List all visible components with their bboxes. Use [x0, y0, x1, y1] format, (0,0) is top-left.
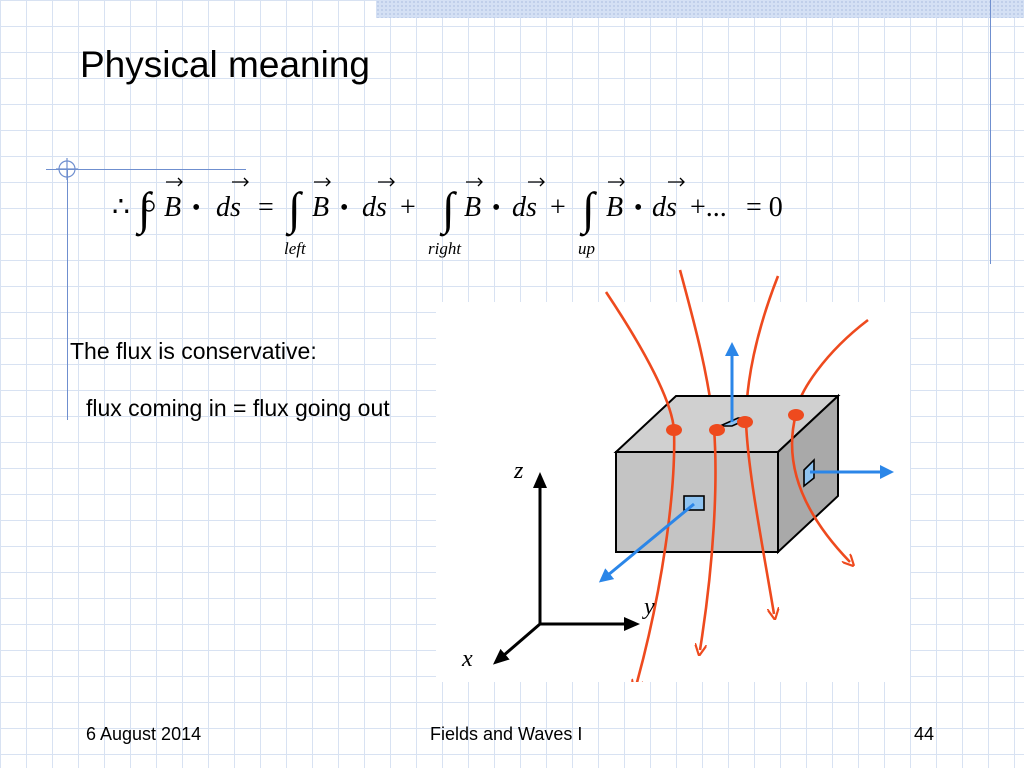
closed-integral-circle — [143, 200, 155, 212]
dot-operator: • — [492, 195, 500, 221]
x-axis — [492, 622, 541, 665]
vector-arrows — [166, 177, 685, 187]
field-lines-front — [604, 291, 850, 682]
vector-b: B — [312, 192, 329, 223]
body-text-conservative: The flux is conservative: — [70, 338, 317, 364]
vector-ds: ds — [652, 192, 677, 223]
decor-rule-right — [990, 0, 991, 264]
equals-zero: = 0 — [746, 192, 783, 223]
plus-sign: + — [400, 192, 416, 223]
flux-box-diagram: z y x — [436, 269, 910, 682]
axis-label-z: z — [513, 458, 524, 484]
footer-date: 6 August 2014 — [86, 724, 202, 744]
vector-b: B — [464, 192, 481, 223]
integral-sign-right: ∫ — [439, 183, 457, 237]
slide-title: Physical meaning — [80, 44, 370, 85]
equals-sign: = — [258, 192, 274, 223]
flux-equation: ∴ ∫ B • ds = ∫ B • ds + left ∫ B • ds + … — [112, 177, 783, 258]
top-decor-band — [376, 0, 1024, 18]
integral-sign-left: ∫ — [285, 183, 303, 237]
integral-sign-up: ∫ — [579, 183, 597, 237]
therefore-symbol: ∴ — [112, 192, 130, 223]
vector-ds: ds — [362, 192, 387, 223]
flux-dot — [788, 409, 804, 421]
vector-ds: ds — [216, 192, 241, 223]
decor-rule-horizontal — [46, 169, 246, 170]
coordinate-axes — [492, 472, 640, 665]
vector-ds: ds — [512, 192, 537, 223]
decor-rule-left — [67, 170, 68, 420]
area-vector-front — [598, 502, 695, 583]
patch-side — [803, 458, 815, 488]
flux-dot — [737, 416, 753, 428]
limit-left: left — [284, 239, 307, 258]
closed-integral-sign: ∫ — [135, 183, 153, 237]
dot-operator: • — [634, 195, 642, 221]
axis-label-y: y — [642, 594, 655, 620]
plus-sign: + — [550, 192, 566, 223]
body-text-flux-balance: flux coming in = flux going out — [86, 395, 390, 421]
footer-page-number: 44 — [914, 724, 935, 744]
axis-label-x: x — [461, 646, 473, 672]
limit-up: up — [578, 239, 595, 258]
limit-right: right — [428, 239, 462, 258]
vector-b: B — [164, 192, 181, 223]
dot-operator: • — [340, 195, 348, 221]
dot-operator: • — [192, 195, 200, 221]
ellipsis: +... — [690, 192, 727, 223]
flux-dot — [666, 424, 682, 436]
crosshair-icon — [56, 158, 78, 180]
vector-b: B — [606, 192, 623, 223]
footer-course-title: Fields and Waves I — [430, 724, 583, 744]
flux-dot — [709, 424, 725, 436]
area-vectors — [598, 342, 894, 583]
flux-dots — [666, 409, 804, 436]
